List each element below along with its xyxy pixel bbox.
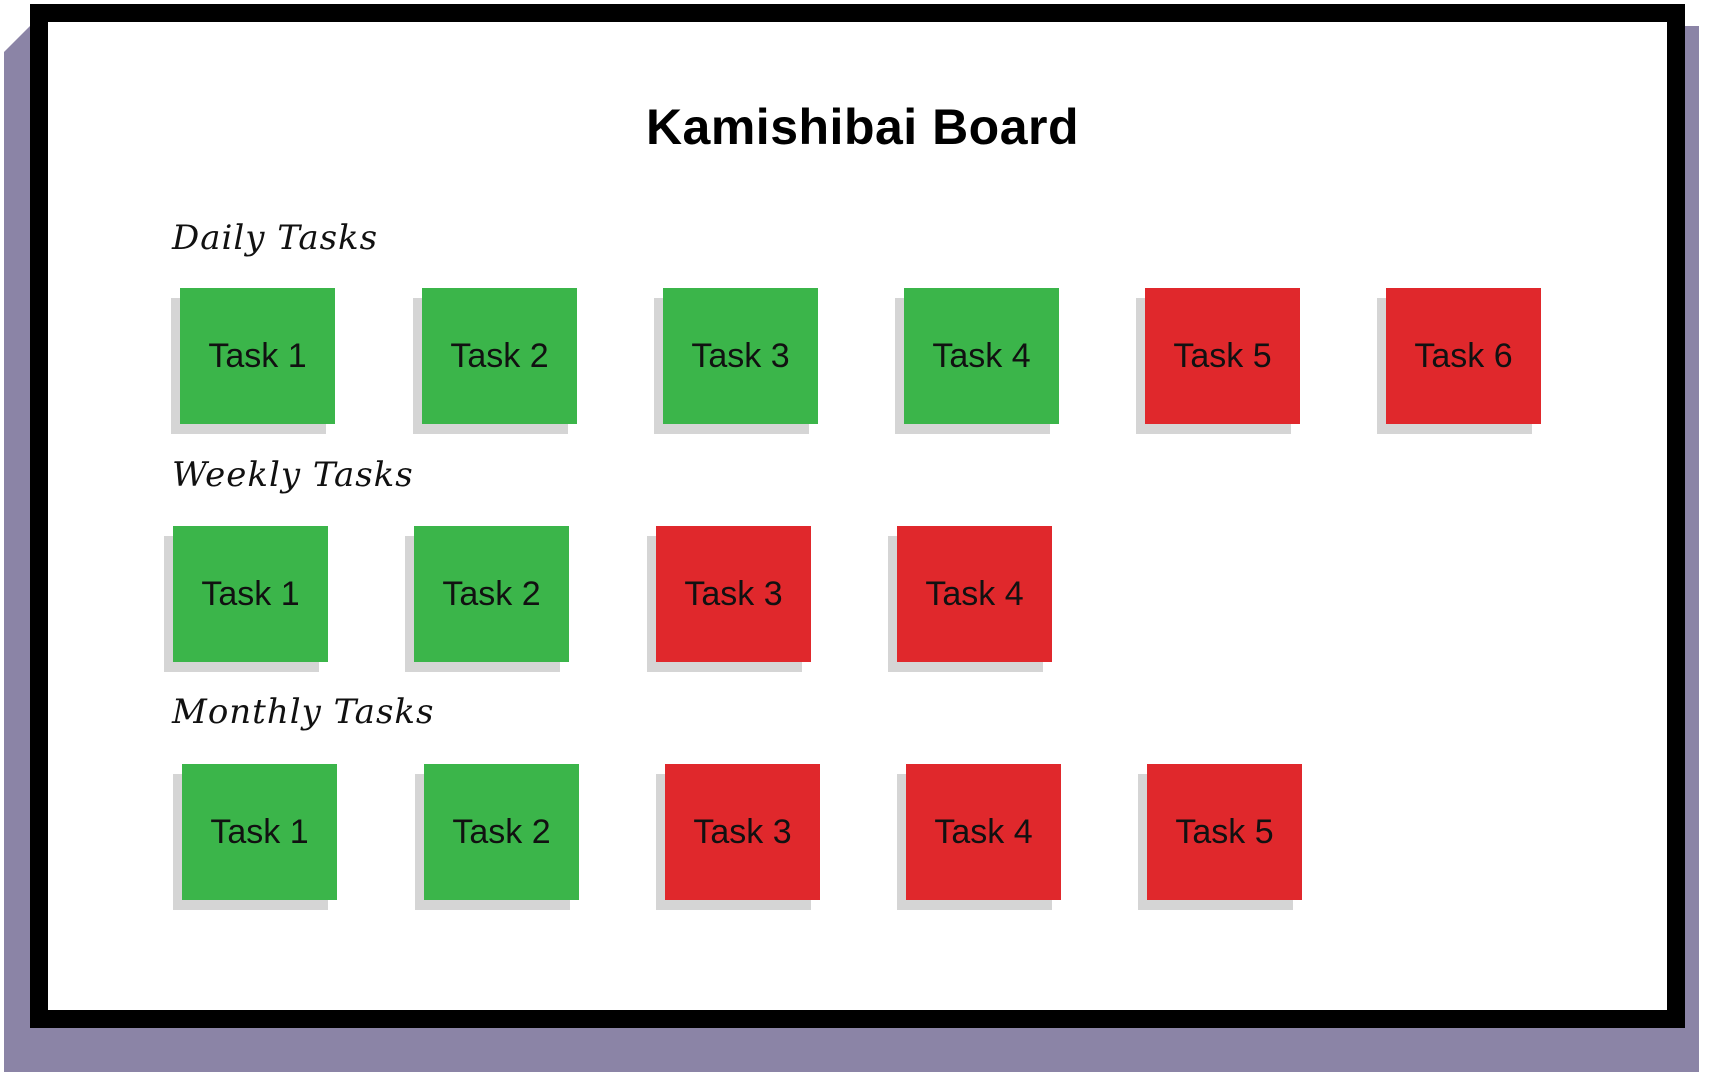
task-card-done: Task 2 xyxy=(413,288,577,434)
task-card-label: Task 3 xyxy=(663,288,818,424)
task-card-not-done: Task 3 xyxy=(647,526,811,672)
task-card-not-done: Task 4 xyxy=(897,764,1061,910)
task-card-label: Task 1 xyxy=(182,764,337,900)
task-card-label: Task 2 xyxy=(424,764,579,900)
section-label-weekly: Weekly Tasks xyxy=(172,455,414,495)
task-card-not-done: Task 6 xyxy=(1377,288,1541,434)
task-card-done: Task 2 xyxy=(415,764,579,910)
task-card-not-done: Task 5 xyxy=(1138,764,1302,910)
task-card-label: Task 1 xyxy=(180,288,335,424)
task-card-done: Task 1 xyxy=(164,526,328,672)
task-card-label: Task 2 xyxy=(414,526,569,662)
task-card-done: Task 2 xyxy=(405,526,569,672)
task-card-label: Task 6 xyxy=(1386,288,1541,424)
task-card-not-done: Task 3 xyxy=(656,764,820,910)
section-label-monthly: Monthly Tasks xyxy=(172,692,435,732)
task-card-label: Task 3 xyxy=(656,526,811,662)
section-label-daily: Daily Tasks xyxy=(172,218,379,258)
task-card-label: Task 4 xyxy=(904,288,1059,424)
task-card-label: Task 1 xyxy=(173,526,328,662)
task-card-label: Task 4 xyxy=(897,526,1052,662)
task-card-done: Task 1 xyxy=(171,288,335,434)
task-card-label: Task 4 xyxy=(906,764,1061,900)
task-card-done: Task 1 xyxy=(173,764,337,910)
task-card-not-done: Task 4 xyxy=(888,526,1052,672)
task-card-done: Task 3 xyxy=(654,288,818,434)
task-card-label: Task 2 xyxy=(422,288,577,424)
task-card-label: Task 5 xyxy=(1147,764,1302,900)
task-card-done: Task 4 xyxy=(895,288,1059,434)
task-card-label: Task 5 xyxy=(1145,288,1300,424)
task-card-label: Task 3 xyxy=(665,764,820,900)
task-card-not-done: Task 5 xyxy=(1136,288,1300,434)
board-title: Kamishibai Board xyxy=(645,99,1080,155)
